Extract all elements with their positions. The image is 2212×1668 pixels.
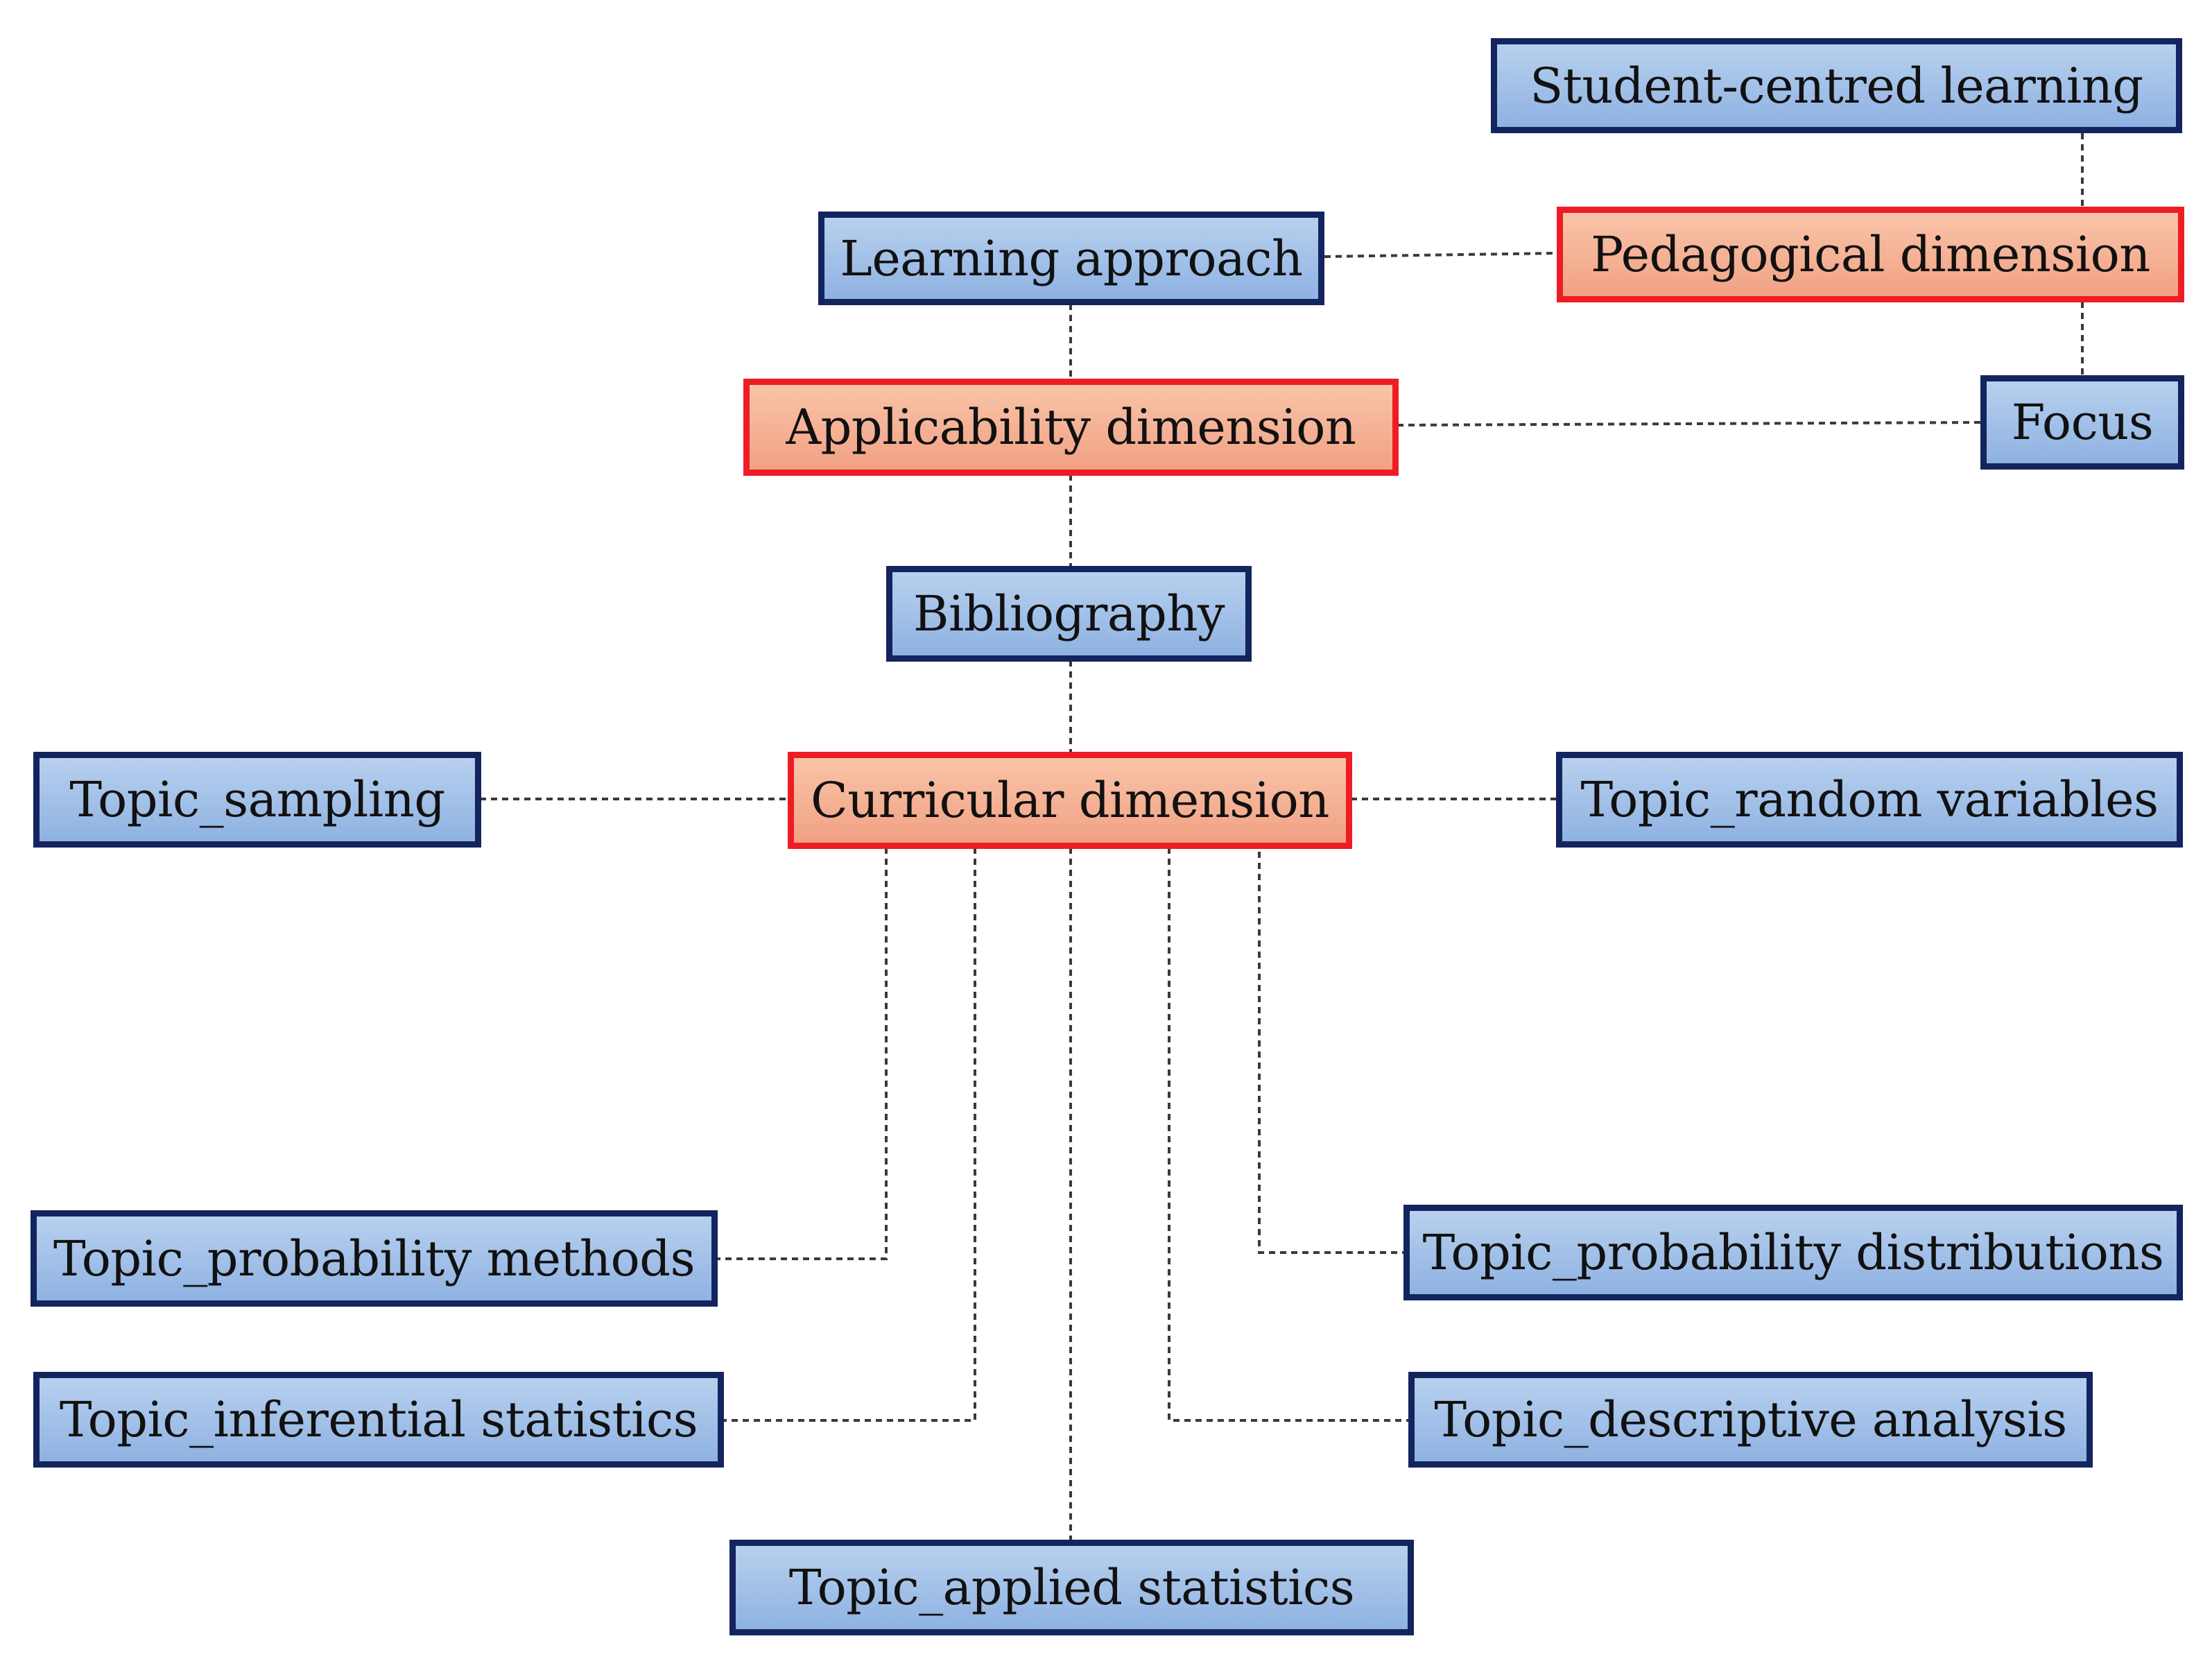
node-topic-probability-methods: Topic_probability methods <box>31 1210 718 1307</box>
node-pedagogical-dimension: Pedagogical dimension <box>1557 207 2184 302</box>
node-applicability-dimension: Applicability dimension <box>743 379 1399 476</box>
node-topic-sampling: Topic_sampling <box>33 752 481 848</box>
node-topic-inferential-statistics: Topic_inferential statistics <box>33 1372 724 1468</box>
node-topic-random-variables: Topic_random variables <box>1556 752 2183 848</box>
node-learning-approach: Learning approach <box>818 212 1324 305</box>
node-student-centred-learning: Student-centred learning <box>1491 38 2182 133</box>
connector-curricular-probability-distributions <box>1258 841 1405 1254</box>
node-topic-probability-distributions: Topic_probability distributions <box>1403 1205 2183 1300</box>
node-topic-descriptive-analysis: Topic_descriptive analysis <box>1408 1372 2093 1468</box>
connector-applicability-focus <box>1397 421 1982 427</box>
node-curricular-dimension: Curricular dimension <box>788 752 1352 849</box>
connector-learning-pedagogical <box>1324 252 1559 258</box>
node-bibliography: Bibliography <box>886 566 1252 662</box>
node-focus: Focus <box>1980 375 2184 470</box>
connector-curricular-inferential-statistics <box>723 848 976 1422</box>
connector-curricular-probability-methods <box>716 848 888 1260</box>
node-topic-applied-statistics: Topic_applied statistics <box>729 1540 1414 1635</box>
connector-curricular-descriptive-analysis <box>1168 848 1410 1422</box>
